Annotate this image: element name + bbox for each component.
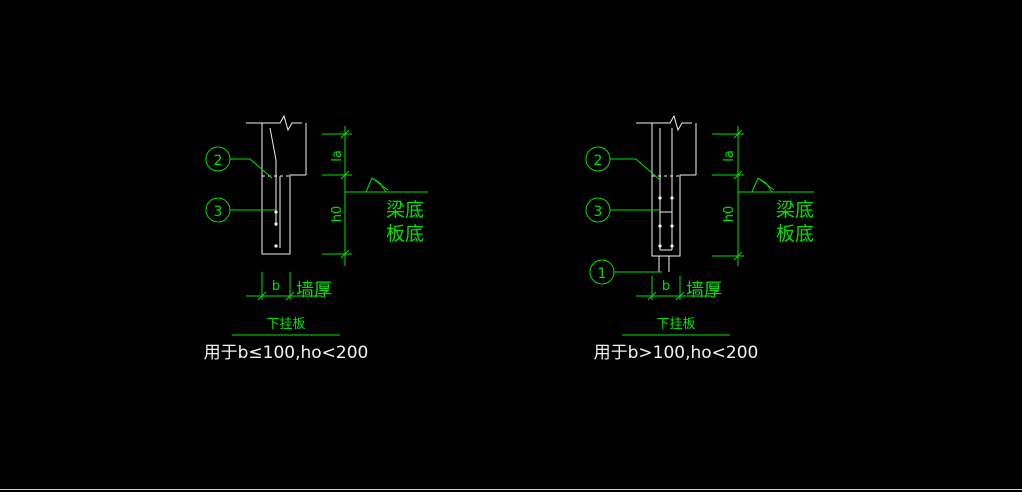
detail-left: 2 3 la h0 梁底 板底 b 墙厚 下挂板 用于b≤100,ho<200: [204, 114, 428, 363]
detail-right: 2 3 1 la h0 梁底 板底 b 墙厚 下挂板: [585, 114, 814, 363]
rebar-dot-left: [274, 222, 278, 226]
wall-thickness-label-right: 墙厚: [686, 280, 722, 301]
callout-number-1: 1: [598, 266, 607, 282]
break-line-right: [636, 114, 692, 132]
dim-label-b-left: b: [272, 279, 280, 294]
rebar-bent-left: [269, 127, 277, 161]
dim-label-b-right: b: [662, 279, 670, 294]
level-label-beam-bottom-right: 梁底: [776, 199, 814, 221]
dim-label-h0-right: h0: [722, 206, 737, 223]
dim-label-la-left: la: [330, 150, 345, 162]
level-triangle-right: [751, 177, 773, 193]
dim-label-la-right: la: [722, 150, 737, 162]
callout-leader-2: [610, 158, 661, 181]
level-triangle-left: [365, 177, 387, 193]
callout-leader-2: [230, 158, 273, 179]
detail-caption-right: 用于b>100,ho<200: [594, 343, 759, 363]
callout-number-2: 2: [594, 153, 603, 169]
dim-label-h0-left: h0: [330, 206, 345, 223]
break-line-left: [246, 114, 302, 132]
detail-title-right: 下挂板: [656, 317, 695, 332]
callout-number-2: 2: [214, 153, 223, 169]
level-label-slab-bottom-right: 板底: [776, 223, 814, 245]
detail-caption-left: 用于b≤100,ho<200: [204, 343, 369, 363]
level-label-beam-bottom-left: 梁底: [386, 199, 424, 221]
rebar-dot-left: [274, 210, 278, 214]
bottom-border: [0, 489, 1022, 490]
wall-outline-right: [651, 123, 697, 257]
callout-number-3: 3: [594, 204, 603, 220]
wall-outline-left: [261, 123, 307, 255]
wall-thickness-label-left: 墙厚: [296, 280, 332, 301]
rebar-dot-left: [274, 244, 278, 248]
level-label-slab-bottom-left: 板底: [386, 223, 424, 245]
callout-number-3: 3: [214, 204, 223, 220]
detail-title-left: 下挂板: [266, 317, 305, 332]
